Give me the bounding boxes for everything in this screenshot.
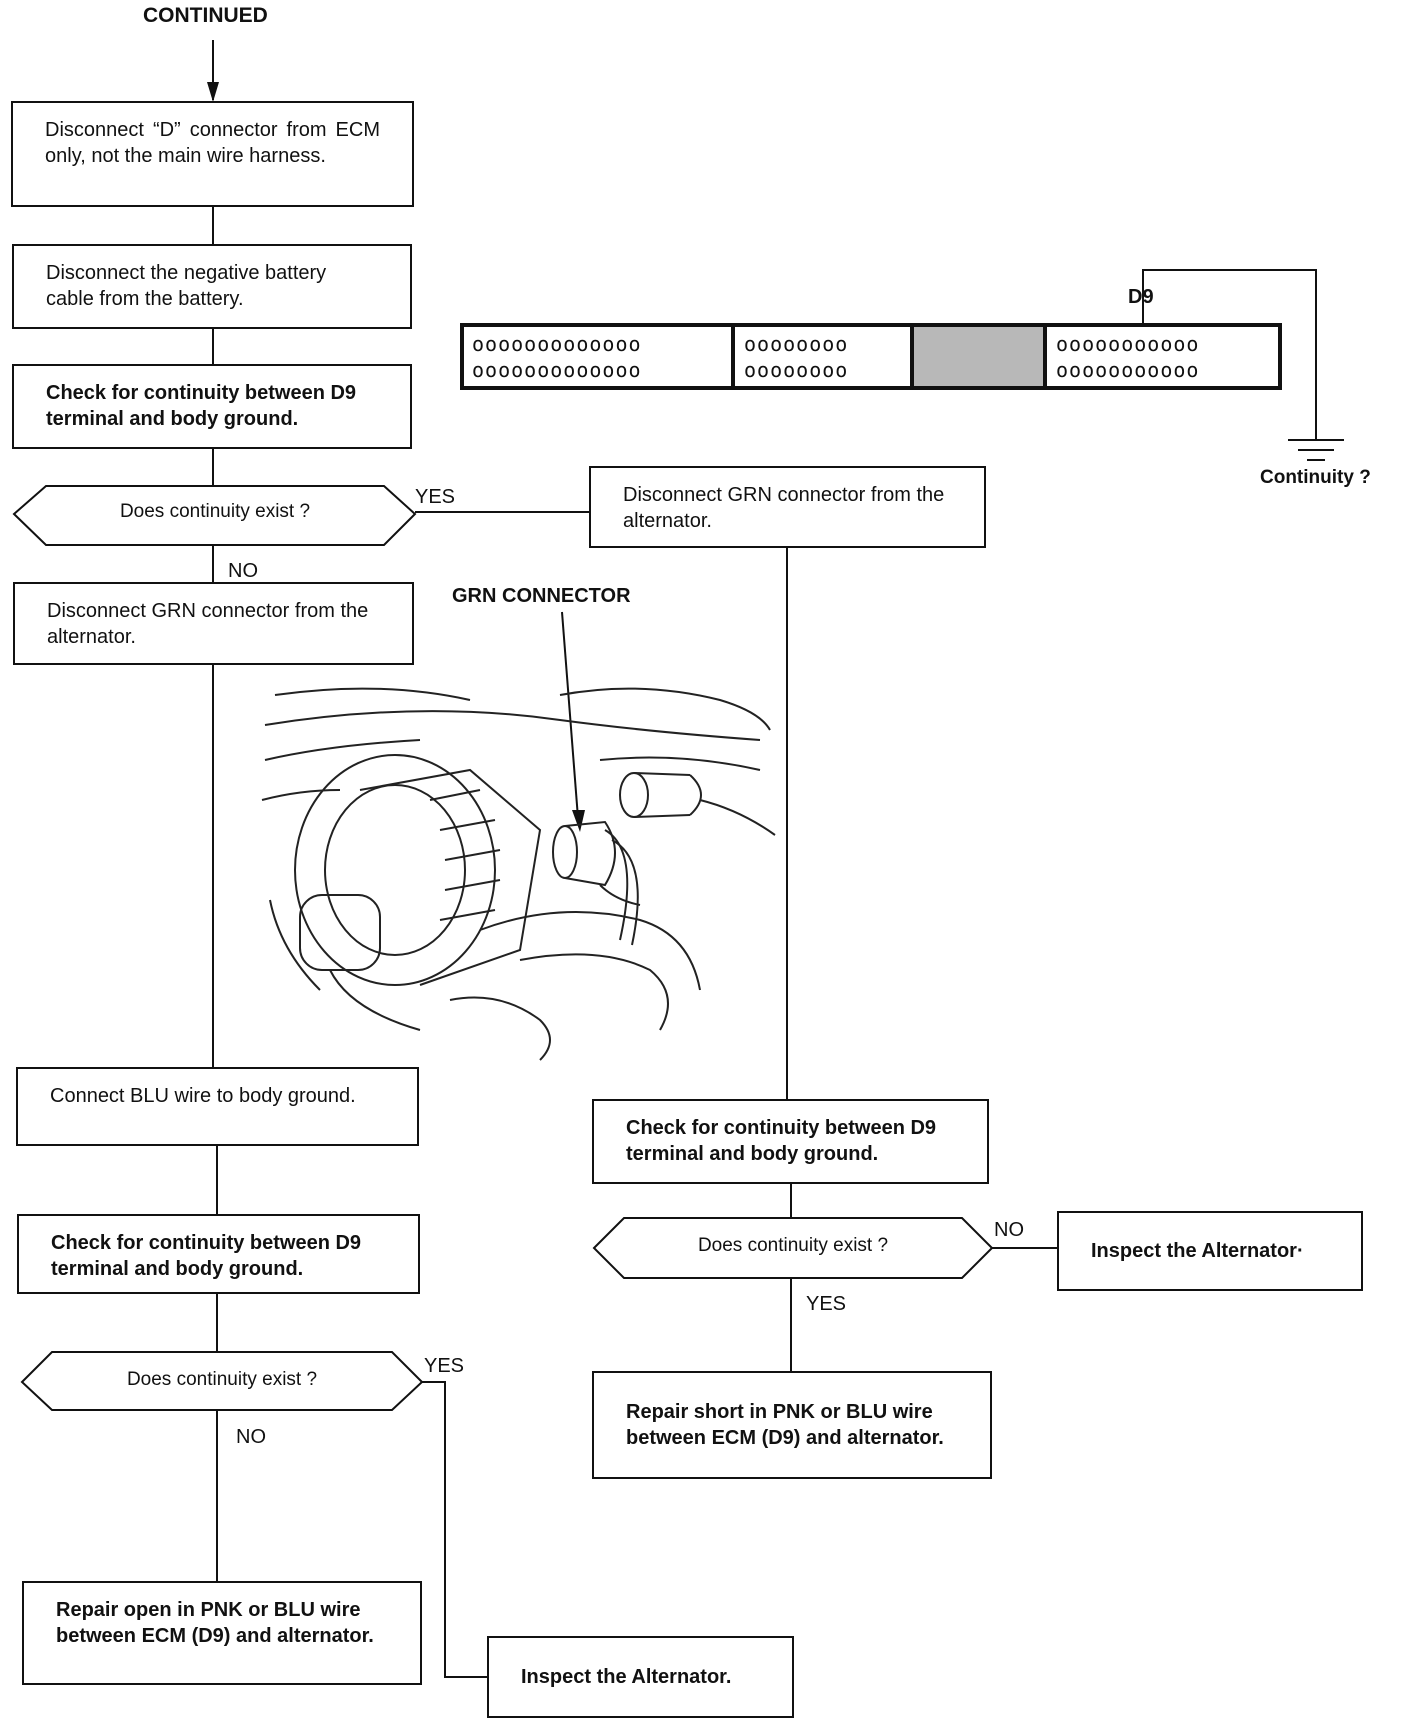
result-text: Repair short in PNK or BLU wire between … xyxy=(626,1401,944,1449)
result-text: Inspect the Alternator· xyxy=(1091,1240,1304,1262)
terminal-row: oooooooo xyxy=(744,358,849,382)
terminal-row: ooooooooooo xyxy=(1056,331,1276,357)
step-disconnect-grn-right: Disconnect GRN connector from the altern… xyxy=(589,466,986,548)
decision2-no-label: NO xyxy=(236,1426,266,1448)
result-inspect-alternator-bottom: Inspect the Alternator. xyxy=(487,1636,794,1718)
step-text: Disconnect GRN connector from the altern… xyxy=(623,484,945,532)
decision3-text: Does continuity exist ? xyxy=(697,1235,889,1256)
callout-arrow-head xyxy=(572,810,585,832)
decision1-text: Does continuity exist ? xyxy=(119,501,311,522)
step-disconnect-grn-left: Disconnect GRN connector from the altern… xyxy=(13,582,414,665)
step-connect-blu-wire: Connect BLU wire to body ground. xyxy=(16,1067,419,1146)
step-check-continuity: Check for continuity between D9 terminal… xyxy=(12,364,412,449)
result-text: Inspect the Alternator. xyxy=(521,1666,732,1688)
continued-arrow-head xyxy=(207,82,219,102)
d9-terminal-label: D9 xyxy=(1128,286,1154,308)
decision3-shape xyxy=(592,1217,994,1279)
terminal-row: ooooooooooooo xyxy=(472,332,642,356)
result-repair-short: Repair short in PNK or BLU wire between … xyxy=(592,1371,992,1479)
step-text: Disconnect “D” connector from ECM only, … xyxy=(45,119,380,167)
result-text: Repair open in PNK or BLU wire between E… xyxy=(56,1599,374,1647)
continuity-question-label: Continuity ? xyxy=(1260,467,1371,488)
step-check-continuity-right: Check for continuity between D9 terminal… xyxy=(592,1099,989,1184)
result-inspect-alternator-right: Inspect the Alternator· xyxy=(1057,1211,1363,1291)
result-repair-open: Repair open in PNK or BLU wire between E… xyxy=(22,1581,422,1685)
step-check-continuity-2: Check for continuity between D9 terminal… xyxy=(17,1214,420,1294)
ground-wire xyxy=(1142,269,1317,440)
step-text: Connect BLU wire to body ground. xyxy=(50,1085,356,1107)
alternator-illustration xyxy=(261,687,776,1061)
continued-label: CONTINUED xyxy=(143,4,268,27)
terminal-row: oooooooo xyxy=(744,332,849,356)
step-text: Check for continuity between D9 terminal… xyxy=(51,1232,362,1280)
terminal-group: oooooo xyxy=(1121,332,1200,356)
step-disconnect-d-connector: Disconnect “D” connector from ECM only, … xyxy=(11,101,414,207)
shaded-section xyxy=(914,327,1043,386)
step-text: Disconnect the negative battery cable fr… xyxy=(46,262,327,310)
step-text: Check for continuity between D9 terminal… xyxy=(46,382,357,430)
step-text: Disconnect GRN connector from the altern… xyxy=(47,600,369,648)
yes-branch-line xyxy=(422,1381,487,1678)
connector-section-4: ooooooooooo ooooooooooo xyxy=(1056,331,1276,383)
step-disconnect-battery: Disconnect the negative battery cable fr… xyxy=(12,244,412,329)
decision2-shape xyxy=(20,1351,424,1411)
decision3-no-label: NO xyxy=(994,1219,1024,1241)
decision1-shape xyxy=(12,485,417,546)
grn-connector-callout: GRN CONNECTOR xyxy=(452,585,631,607)
connector-section-2: oooooooo oooooooo xyxy=(744,331,909,383)
terminal-row: ooooooooooo xyxy=(1056,358,1200,382)
step-text: Check for continuity between D9 terminal… xyxy=(626,1117,937,1165)
decision1-yes-label: YES xyxy=(415,486,456,508)
decision1-no-label: NO xyxy=(228,560,258,582)
decision2-text: Does continuity exist ? xyxy=(126,1369,318,1390)
terminal-group: ooooo xyxy=(1056,332,1122,356)
callout-arrow-line xyxy=(561,611,579,819)
decision3-yes-label: YES xyxy=(806,1293,847,1315)
connector-section-1: ooooooooooooo ooooooooooooo xyxy=(472,331,727,383)
ecm-connector xyxy=(460,323,1282,390)
terminal-row: ooooooooooooo xyxy=(472,358,642,382)
decision2-yes-label: YES xyxy=(424,1355,465,1377)
